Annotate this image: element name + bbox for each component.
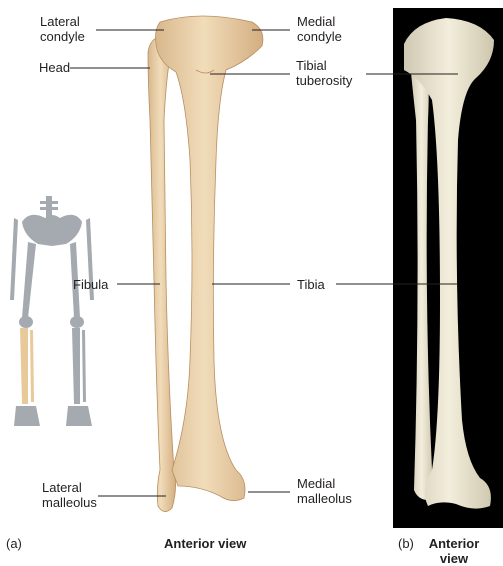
skeleton-inset <box>10 196 94 426</box>
photo-panel <box>393 8 503 528</box>
panel-a-caption: Anterior view <box>164 536 246 551</box>
label-medial-condyle: Medial condyle <box>297 14 342 44</box>
label-medial-malleolus: Medial malleolus <box>297 476 352 506</box>
fibula-illustration <box>148 36 176 512</box>
panel-a-label: (a) <box>6 536 22 551</box>
panel-b-caption: Anterior view <box>420 536 488 566</box>
label-lateral-malleolus: Lateral malleolus <box>42 480 97 510</box>
label-fibula: Fibula <box>73 277 108 292</box>
label-lateral-condyle: Lateral condyle <box>40 14 85 44</box>
label-head: Head <box>39 60 70 75</box>
label-tibia: Tibia <box>297 277 325 292</box>
label-tibial-tuberosity: Tibial tuberosity <box>296 58 352 88</box>
panel-b-label: (b) <box>398 536 414 551</box>
